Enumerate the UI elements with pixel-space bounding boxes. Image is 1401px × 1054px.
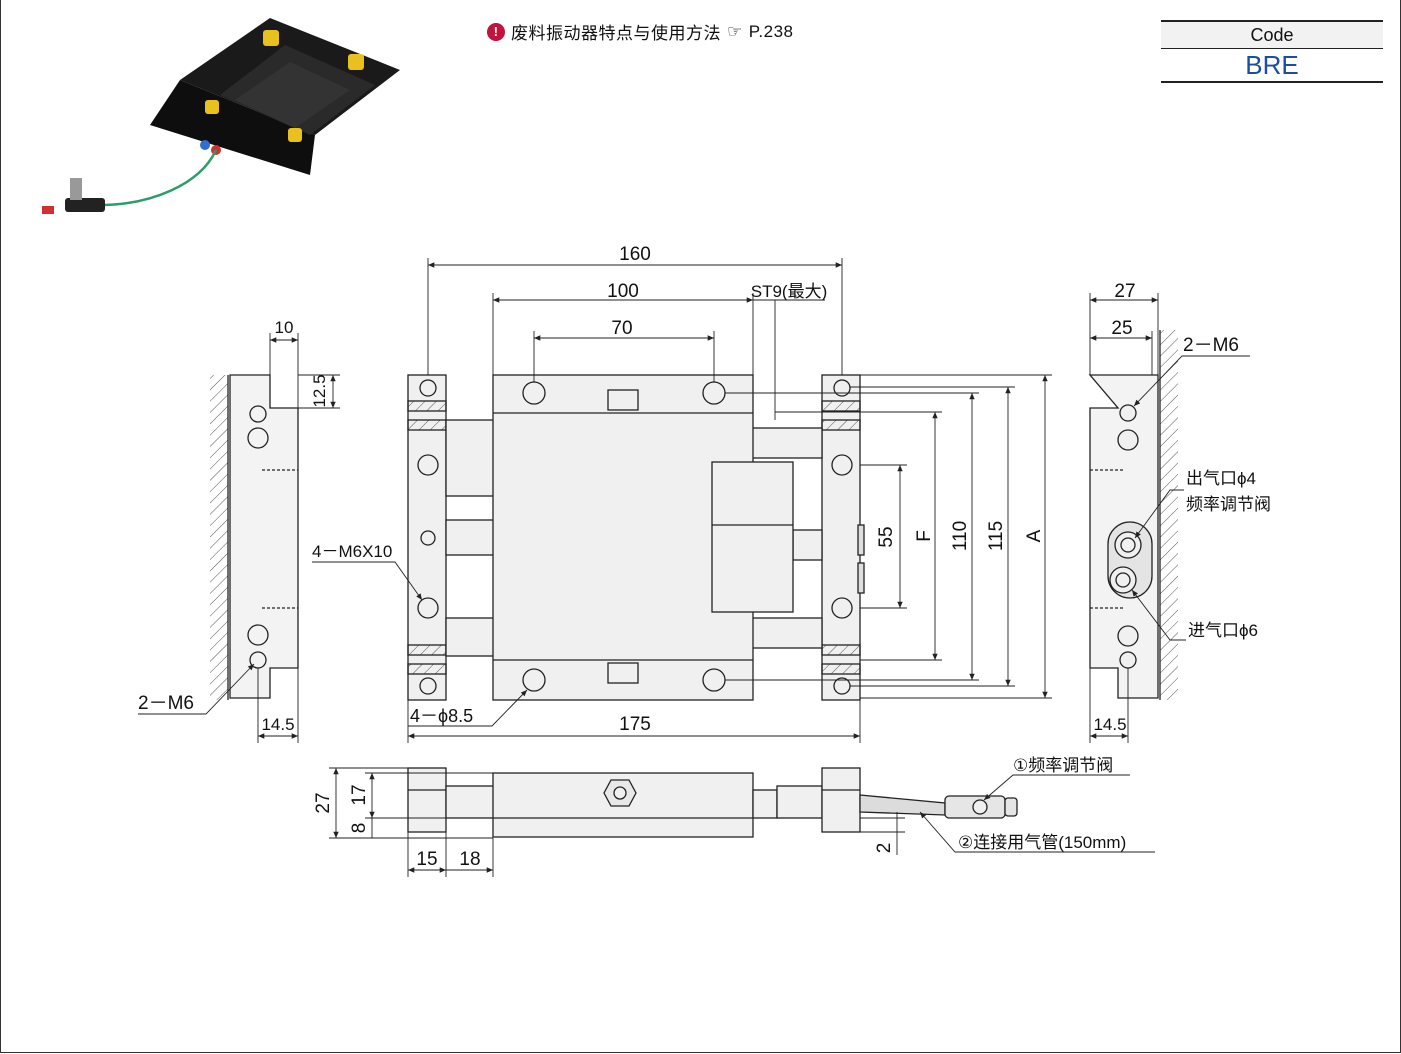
dim-27-right: 27 xyxy=(1114,281,1135,302)
dim-st9: ST9(最大) xyxy=(751,282,828,301)
dim-A: A xyxy=(1024,529,1045,542)
callout-m6-left: 2－M6 xyxy=(138,693,194,714)
callout-part2: ②连接用气管(150mm) xyxy=(958,833,1126,852)
dim-115: 115 xyxy=(986,521,1007,551)
pointing-hand-icon: ☞ xyxy=(727,21,743,41)
dim-25: 25 xyxy=(1111,318,1132,339)
dim-100: 100 xyxy=(607,281,639,302)
dim-8: 8 xyxy=(349,823,370,834)
callout-inlet: 进气口ϕ6 xyxy=(1188,621,1258,640)
usage-note[interactable]: ! 废料振动器特点与使用方法 ☞ P.238 xyxy=(487,19,793,44)
callout-part1: ①频率调节阀 xyxy=(1013,756,1113,775)
dim-15: 15 xyxy=(416,849,437,870)
callout-freq-valve: 频率调节阀 xyxy=(1186,495,1271,514)
page-reference[interactable]: P.238 xyxy=(748,21,794,41)
dim-12-5: 12.5 xyxy=(310,374,329,407)
dim-2: 2 xyxy=(874,843,895,854)
dim-70: 70 xyxy=(611,318,632,339)
dim-10: 10 xyxy=(275,318,294,337)
callout-m6-right: 2－M6 xyxy=(1183,335,1239,356)
callout-m6x10: 4－M6X10 xyxy=(312,542,392,561)
callout-outlet: 出气口ϕ4 xyxy=(1186,469,1256,488)
dim-160: 160 xyxy=(619,244,651,265)
note-text: 废料振动器特点与使用方法 xyxy=(511,24,721,43)
info-icon: ! xyxy=(487,22,505,41)
product-photo xyxy=(42,18,400,214)
dim-F: F xyxy=(914,530,935,542)
dim-14-5-right: 14.5 xyxy=(1093,715,1126,734)
dim-110: 110 xyxy=(950,521,971,551)
dim-17: 17 xyxy=(349,784,370,805)
dim-27-front: 27 xyxy=(313,792,334,813)
dim-14-5-left: 14.5 xyxy=(261,715,294,734)
dim-18: 18 xyxy=(459,849,480,870)
code-label: Code xyxy=(1161,20,1383,49)
code-value: BRE xyxy=(1161,49,1383,83)
callout-phi8-5: 4－ϕ8.5 xyxy=(410,706,473,726)
dim-175: 175 xyxy=(619,714,651,735)
dim-55: 55 xyxy=(876,526,897,547)
code-box: Code BRE xyxy=(1161,20,1383,83)
